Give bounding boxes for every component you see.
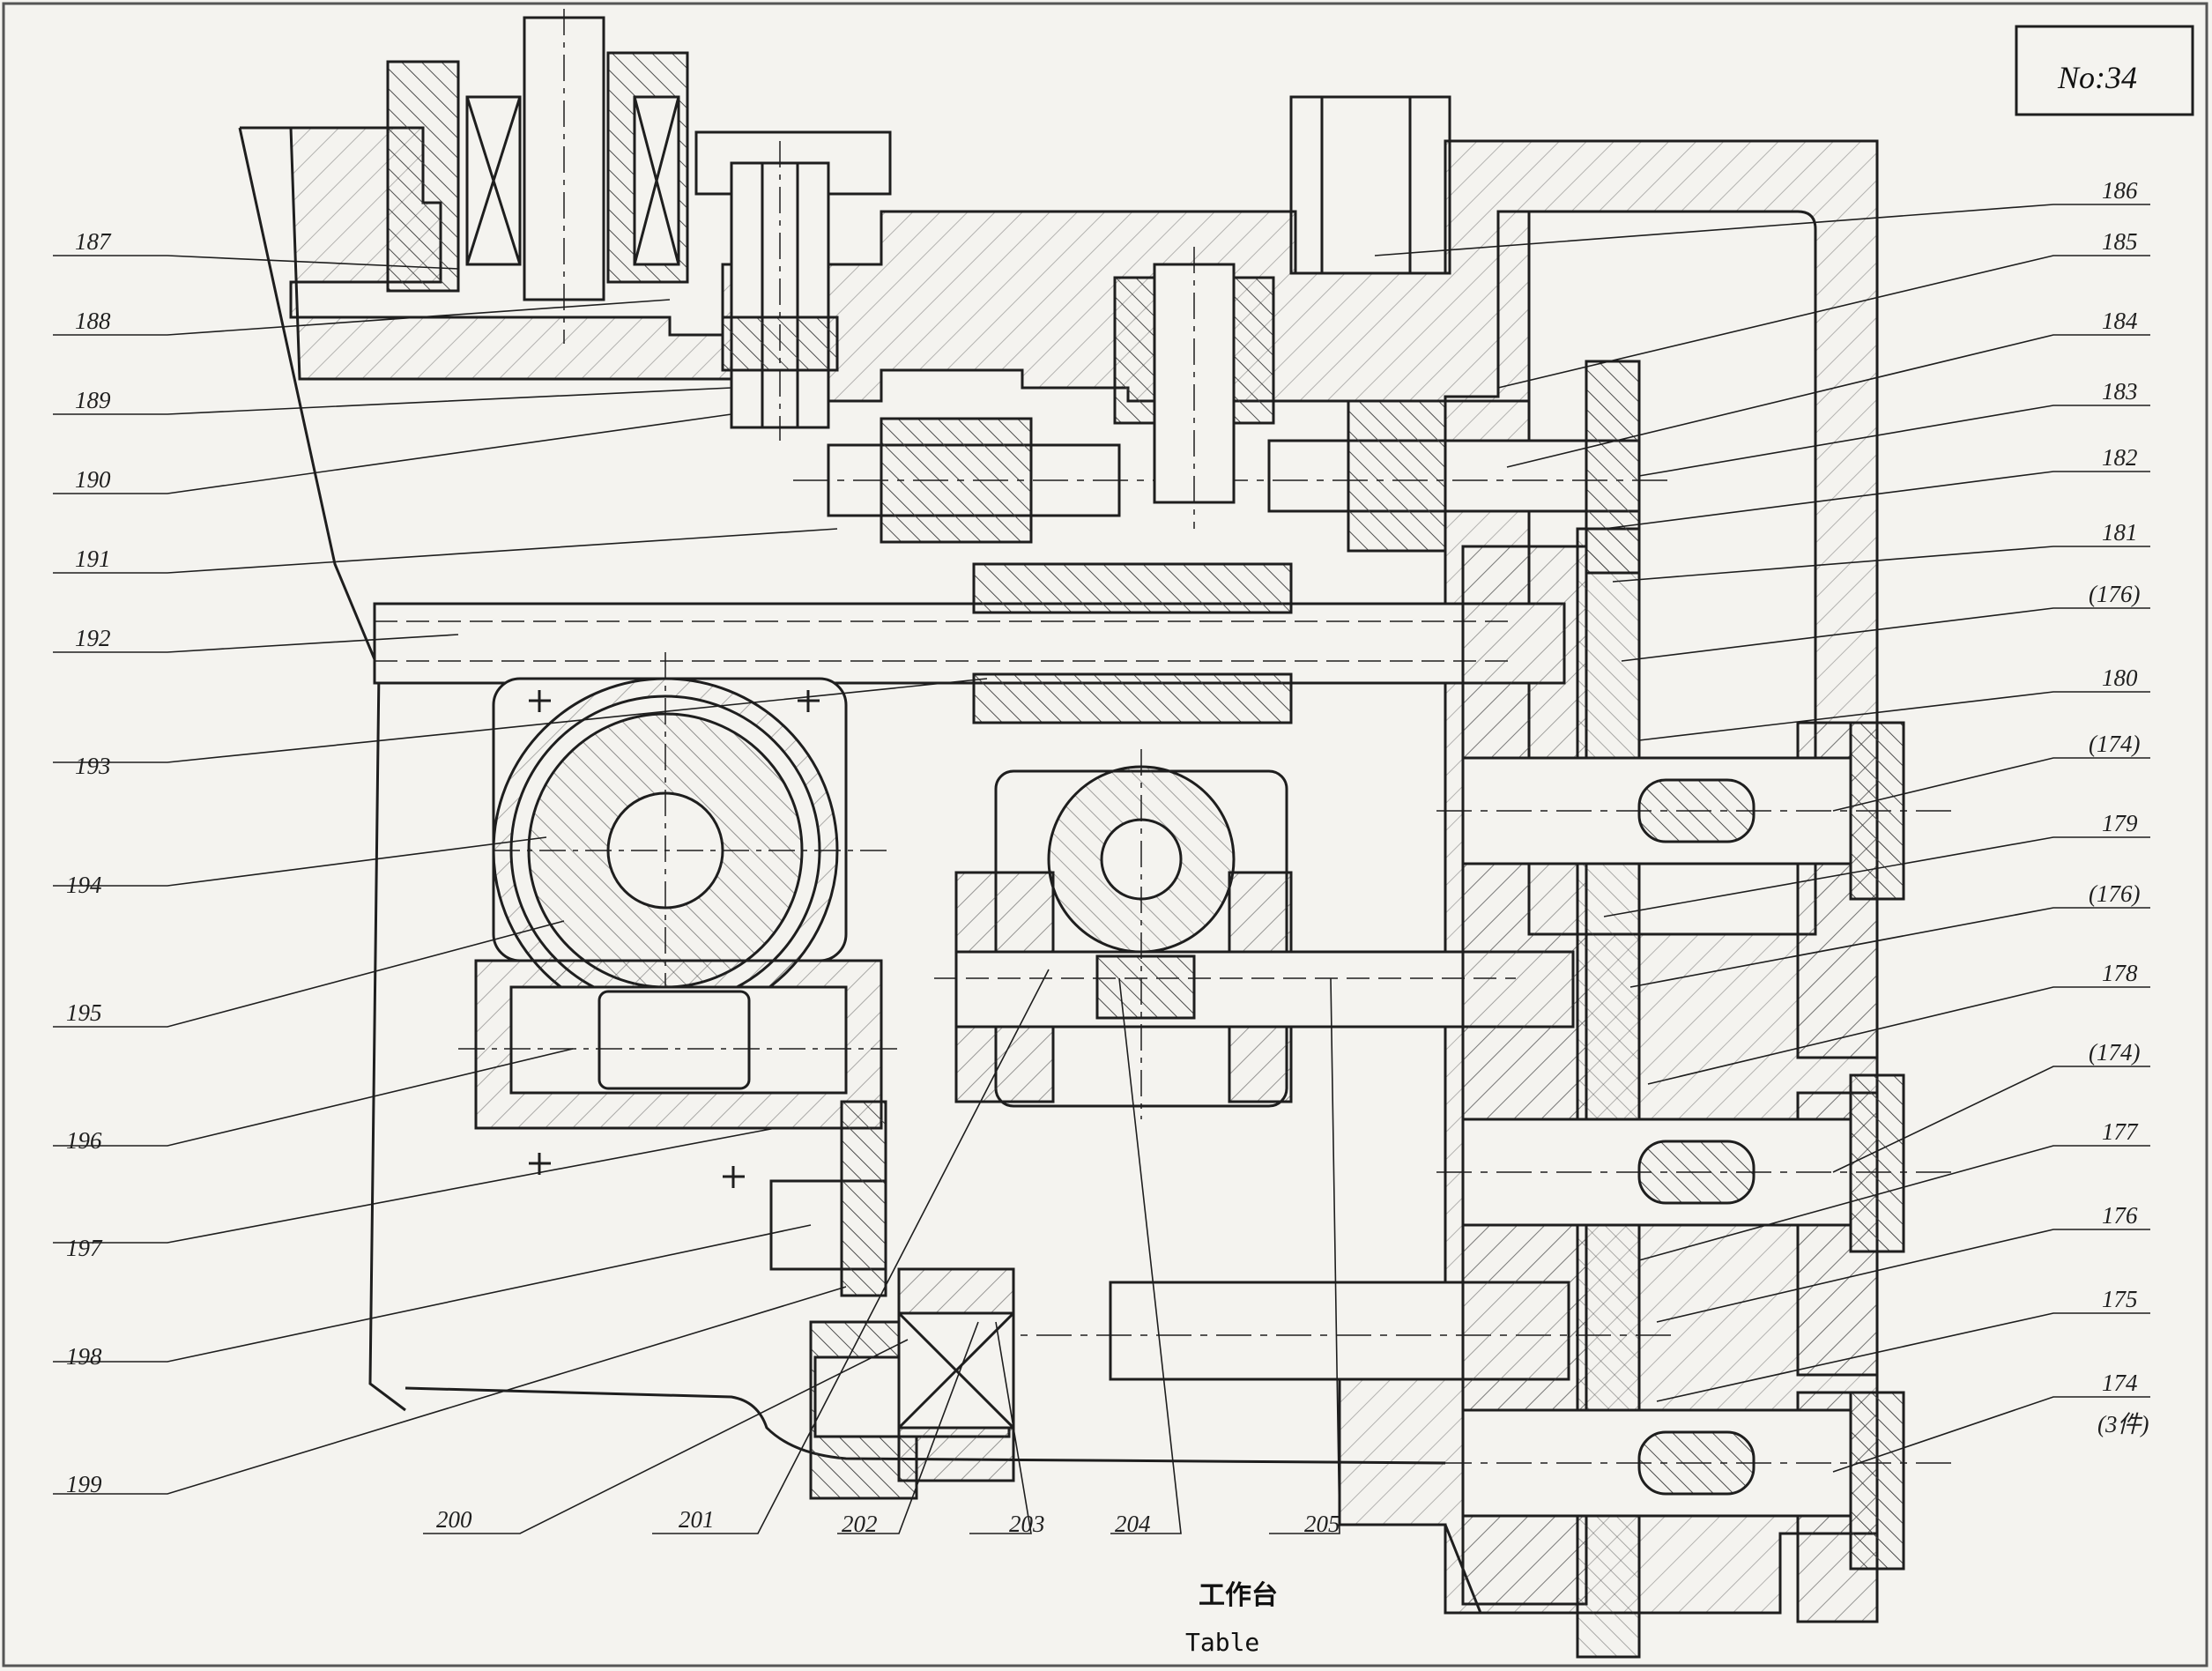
right-gear-stack	[1436, 360, 1956, 1659]
part-label: 178	[2102, 960, 2138, 986]
part-label: (3件)	[2097, 1411, 2149, 1437]
sheet-number-box: No:34	[2015, 25, 2194, 116]
part-label: (176)	[2089, 880, 2140, 907]
part-label: 188	[75, 308, 111, 334]
part-label: 205	[1304, 1511, 1340, 1537]
part-label: 204	[1115, 1511, 1151, 1537]
part-label: 202	[842, 1511, 878, 1537]
worm-shaft	[458, 959, 899, 1188]
part-label: 194	[66, 872, 102, 898]
part-label: 184	[2102, 308, 2138, 334]
caption-chinese: 工作台	[1199, 1580, 1278, 1611]
part-label: 190	[75, 466, 111, 493]
center-gear-block	[934, 749, 1575, 1119]
part-label: 181	[2102, 519, 2138, 546]
leader-lines	[53, 204, 2150, 1534]
long-shaft-192	[373, 562, 1566, 724]
part-label: 189	[75, 387, 111, 413]
worm-wheel-assembly	[492, 652, 890, 1058]
part-label: 176	[2102, 1202, 2138, 1229]
part-label: 198	[66, 1343, 102, 1370]
bottom-part-labels: 200 201 202 203 204 205	[436, 1506, 1340, 1537]
part-label: 196	[66, 1127, 102, 1154]
part-label: 185	[2102, 228, 2138, 255]
sheet-number: No:34	[2057, 60, 2137, 95]
center-bevel-shaft	[1113, 95, 1451, 529]
part-label: 197	[66, 1235, 103, 1261]
part-label: (176)	[2089, 581, 2140, 607]
vertical-pinion-shaft	[721, 141, 839, 441]
right-part-labels: 186 185 184 183 182 181 (176) 180 (174) …	[2089, 177, 2149, 1437]
part-label: 201	[679, 1506, 715, 1533]
part-label: 175	[2102, 1286, 2138, 1312]
drawing-caption: 工作台 Table	[1185, 1580, 1278, 1657]
part-label: 192	[75, 625, 111, 651]
left-part-labels: 187 188 189 190 191 192 193 194 195 196 …	[66, 228, 112, 1497]
part-label: 203	[1009, 1511, 1045, 1537]
part-label: 199	[66, 1471, 102, 1497]
part-label: 179	[2102, 810, 2138, 836]
part-label: 186	[2102, 177, 2138, 204]
caption-english: Table	[1185, 1628, 1259, 1657]
input-shaft-assembly	[386, 9, 892, 344]
part-label: 193	[75, 753, 111, 779]
part-label: 177	[2102, 1118, 2139, 1145]
part-label: (174)	[2089, 731, 2140, 757]
upper-horizontal-shaft	[793, 399, 1674, 553]
part-label: 195	[66, 999, 102, 1026]
part-label: 180	[2102, 665, 2138, 691]
part-label: 174	[2102, 1370, 2138, 1396]
part-label: (174)	[2089, 1039, 2140, 1066]
part-label: 183	[2102, 378, 2138, 405]
part-label: 191	[75, 546, 111, 572]
part-label: 182	[2102, 444, 2138, 471]
part-label: 200	[436, 1506, 472, 1533]
part-label: 187	[75, 228, 112, 255]
